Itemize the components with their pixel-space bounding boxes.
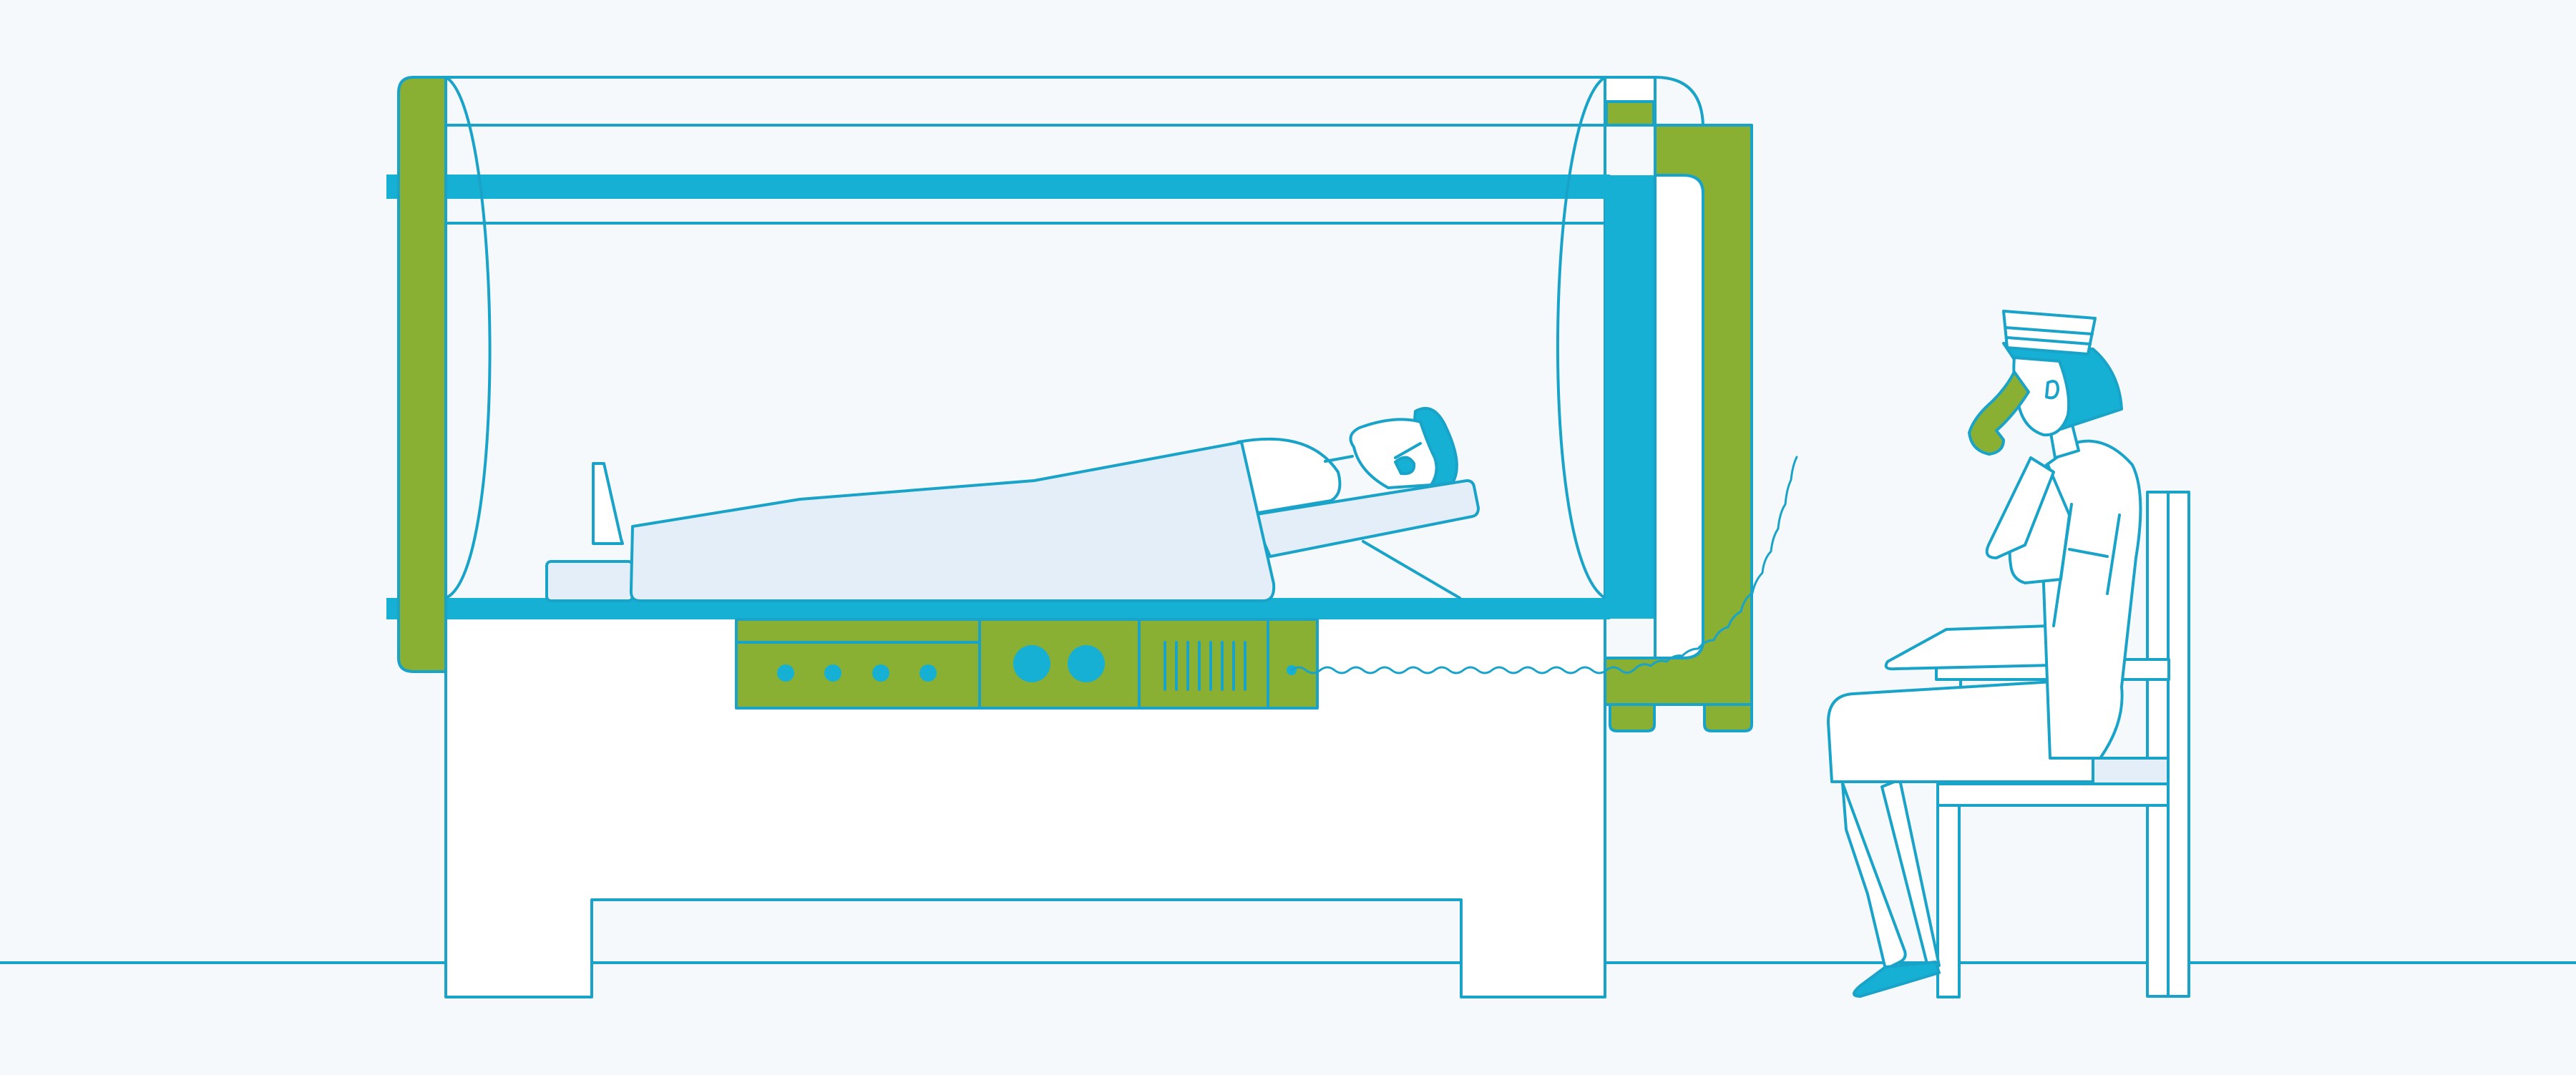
pillow <box>1251 479 1480 558</box>
telephone-handset-icon <box>1968 370 2030 456</box>
door-foot-right <box>1703 703 1753 732</box>
bed-footboard <box>592 462 624 545</box>
attendant-leg-front <box>1841 782 1907 971</box>
patient-face <box>1349 418 1438 489</box>
chair-front-leg <box>1936 804 1961 998</box>
patient-icon <box>545 407 1480 602</box>
vent-grille <box>1163 641 1246 691</box>
right-end-band <box>1605 175 1655 619</box>
left-end-cap <box>397 76 447 673</box>
patient-shoulder <box>1236 437 1342 516</box>
door-window <box>1654 174 1704 659</box>
right-window-curve <box>1556 76 1606 599</box>
patient-blanket <box>629 441 1276 602</box>
attendant-ear <box>2045 380 2059 400</box>
door-foot-left <box>1609 703 1656 732</box>
control-panel-icon <box>735 618 1319 710</box>
bed-pad <box>545 560 634 602</box>
top-rail <box>386 175 1610 199</box>
attendant-icon <box>1827 310 2142 998</box>
chair-seat-rail <box>1936 782 2170 807</box>
left-window-curve <box>444 76 492 599</box>
right-cap-top-green <box>1605 100 1655 127</box>
attendant-forearm-raised <box>1985 456 2055 559</box>
attendant-shoe-front <box>1853 961 1941 998</box>
patient-ear <box>1394 456 1416 476</box>
indicator-lights <box>777 645 1105 682</box>
attendant-lap <box>1827 678 2094 783</box>
hyperbaric-chamber-icon <box>386 76 1753 732</box>
door-hinge-arc <box>1654 76 1704 127</box>
attendant-arm-lower <box>1884 624 2055 671</box>
telephone-cord-icon <box>1290 456 1798 674</box>
